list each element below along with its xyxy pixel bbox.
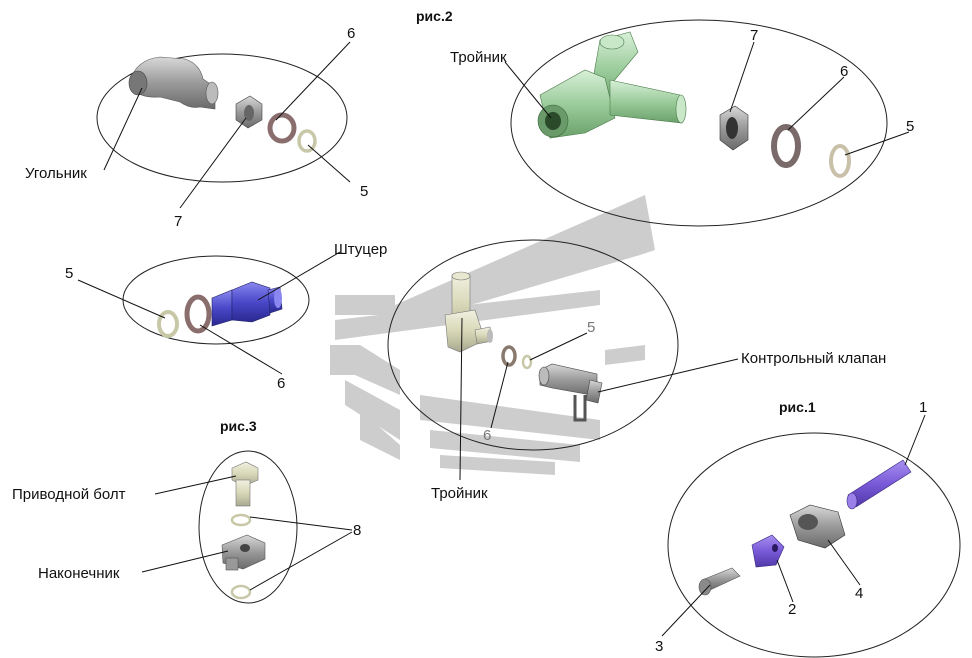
callout-g1-6: 6	[347, 25, 355, 42]
callout-c-5: 5	[587, 319, 595, 336]
bolt-part-3	[698, 567, 741, 596]
kontrolny-klapan-part	[538, 363, 603, 422]
fig3-caption: рис.3	[220, 418, 257, 434]
center-washer-5	[521, 354, 533, 370]
nut-part-4	[789, 504, 846, 549]
callout-g2-6: 6	[840, 63, 848, 80]
troynik-top-washer-5	[829, 144, 851, 178]
group-ugolnik-oval	[96, 53, 348, 183]
group-troynik-oval	[510, 19, 888, 227]
shtutser-washer-5	[157, 310, 179, 338]
callout-f1-3: 3	[655, 638, 663, 655]
fig3-washer-bottom	[230, 584, 252, 600]
label-privodnoy-bolt: Приводной болт	[12, 486, 126, 503]
callout-g1-7: 7	[174, 213, 182, 230]
shtutser-washer-6	[184, 294, 212, 334]
callout-f1-2: 2	[788, 601, 796, 618]
troynik-top-part	[537, 31, 687, 139]
ugolnik-washer-6	[267, 112, 297, 144]
group-fig3-oval	[198, 450, 298, 604]
leader-lines	[77, 41, 926, 637]
group-center-oval	[387, 239, 679, 451]
fig2-caption: рис.2	[416, 8, 453, 24]
tube-part-1	[846, 459, 912, 510]
group-fig1-oval	[667, 432, 961, 658]
label-ugolnik: Угольник	[25, 165, 87, 182]
fig3-washer-top	[230, 513, 252, 527]
label-kontrolny-klapan: Контрольный клапан	[741, 350, 886, 367]
sleeve-part-2	[751, 534, 785, 568]
callout-g2-5: 5	[906, 118, 914, 135]
callout-c-6: 6	[483, 427, 491, 444]
callout-f1-4: 4	[855, 585, 863, 602]
ugolnik-washer-5	[297, 129, 317, 153]
label-shtutser: Штуцер	[334, 241, 387, 258]
fig1-caption: рис.1	[779, 399, 816, 415]
callout-g2-7: 7	[750, 27, 758, 44]
troynik-top-nut	[719, 105, 749, 151]
callout-g3-5: 5	[65, 265, 73, 282]
label-troynik-center: Тройник	[431, 485, 488, 502]
callout-g3-6: 6	[277, 375, 285, 392]
label-troynik-top: Тройник	[450, 49, 507, 66]
privodnoy-bolt-part	[231, 461, 259, 507]
nakonechnik-part	[221, 534, 266, 571]
ugolnik-nut	[235, 95, 263, 129]
center-washer-6	[501, 345, 517, 367]
troynik-center-part	[444, 271, 493, 353]
callout-g1-5: 5	[360, 183, 368, 200]
troynik-top-washer-6	[771, 124, 801, 168]
ugolnik-part	[128, 56, 219, 110]
shtutser-part	[211, 281, 283, 327]
label-nakonechnik: Наконечник	[38, 565, 120, 582]
callout-f3-8: 8	[353, 522, 361, 539]
callout-f1-1: 1	[919, 399, 927, 416]
